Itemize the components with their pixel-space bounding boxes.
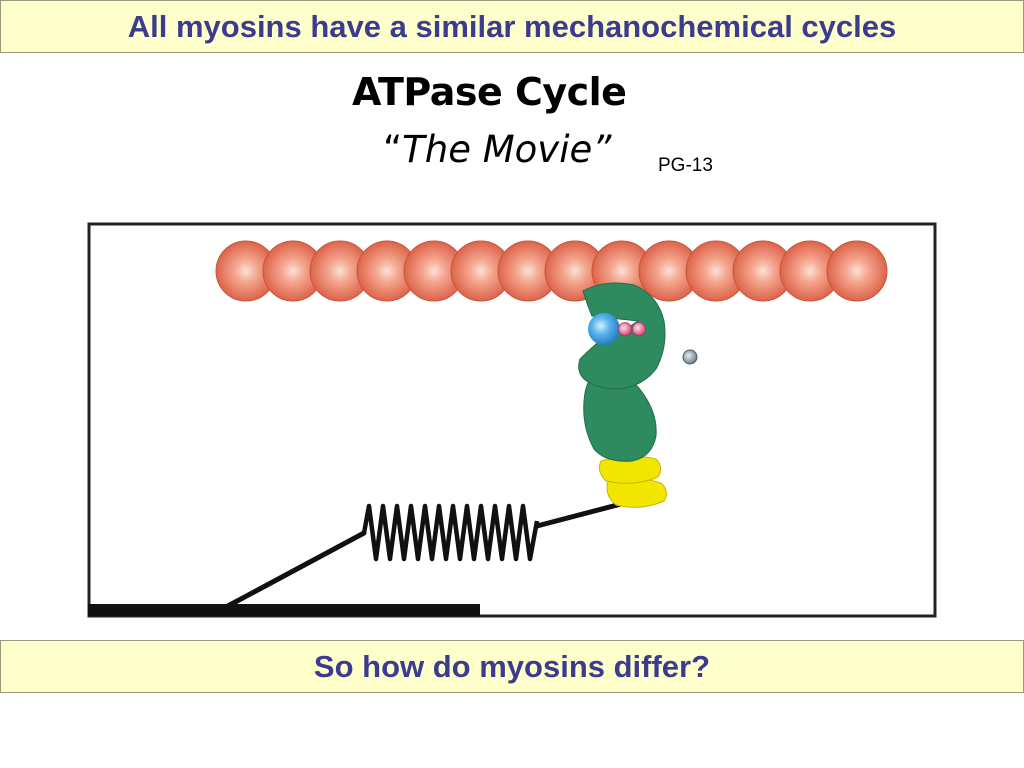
lever-line	[534, 501, 624, 529]
slide-title: All myosins have a similar mechanochemic…	[127, 9, 897, 44]
bound-phosphate-icon	[632, 322, 646, 336]
cycle-heading: ATPase Cycle	[352, 70, 627, 114]
myosin-converter-domain	[583, 374, 657, 462]
subtitle-text: The Movie”	[402, 128, 612, 171]
differ-question: So how do myosins differ?	[313, 649, 711, 684]
atp-icon	[588, 313, 620, 345]
actin-filament	[215, 240, 888, 302]
actin-subunit	[826, 240, 888, 302]
surface-bar	[88, 604, 480, 616]
released-phosphate-icon	[682, 349, 698, 365]
movie-subtitle: “The Movie”	[383, 128, 611, 171]
tether-line	[223, 530, 367, 610]
title-banner: All myosins have a similar mechanochemic…	[0, 0, 1024, 53]
movie-rating: PG-13	[658, 155, 713, 176]
question-banner: So how do myosins differ?	[0, 640, 1024, 693]
bound-phosphate-icon	[618, 322, 632, 336]
subtitle-open-quote: “	[383, 128, 403, 171]
atpase-cycle-diagram	[87, 222, 937, 618]
spring-icon	[361, 503, 540, 562]
